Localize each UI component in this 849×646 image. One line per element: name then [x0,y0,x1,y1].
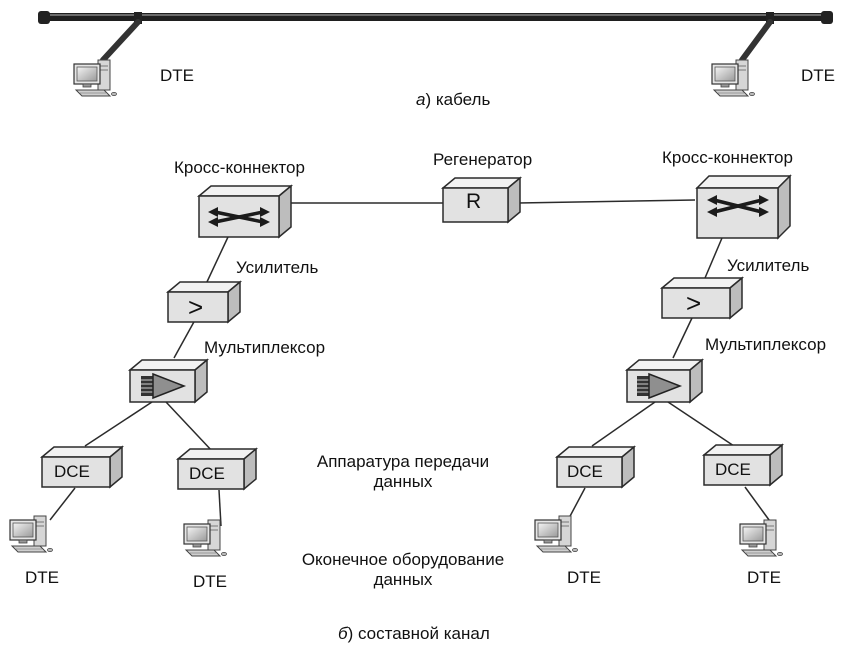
caption-b-letter: б [338,624,348,643]
dte-label-b2: DTE [193,572,227,591]
regenerator-device [440,176,523,224]
cross-connector-label-right: Кросс-коннектор [662,148,793,167]
amplifier-right [659,276,745,320]
multiplexer-label-left: Мультиплексор [204,338,326,357]
amplifier-label-right: Усилитель [727,256,810,275]
cross-arrows-icon [707,195,769,217]
drop-cable-right [739,19,773,63]
dce-text-4: DCE [715,460,751,479]
dte-description-line2: данных [373,570,433,589]
multiplexer-icon [637,372,683,400]
caption-b-text: ) составной канал [347,624,490,643]
caption-a-text: ) кабель [425,90,491,109]
caption-a-letter: а [416,90,426,109]
cross-connector-label-left: Кросс-коннектор [174,158,305,177]
dte-label-b1: DTE [25,568,59,587]
amplifier-left [165,280,243,324]
multiplexer-label-right: Мультиплексор [705,335,827,354]
computer-icon-a-right [711,59,756,97]
dce-1 [39,445,125,489]
dte-description: Оконечное оборудование данных [268,550,538,590]
computer-icon-b1 [9,515,54,553]
drop-cable-left [100,19,141,63]
dce-description: Аппаратура передачи данных [278,452,528,492]
caption-b: б) составной канал [338,624,490,644]
dce-text-1: DCE [54,462,90,481]
dte-label-a-right: DTE [801,66,835,85]
amplifier-label-left: Усилитель [236,258,319,277]
dce-2 [175,447,259,491]
dce-description-line2: данных [373,472,433,491]
cable-link [38,11,833,24]
dce-text-2: DCE [189,464,225,483]
dce-description-line1: Аппаратура передачи [316,452,490,471]
dce-text-3: DCE [567,462,603,481]
amplifier-symbol-right: > [686,288,702,318]
regenerator-label: Регенератор [433,150,533,169]
cross-connector-right [695,174,792,240]
dte-label-b4: DTE [747,568,781,587]
multiplexer-right [624,358,705,404]
connection-lines [49,199,773,527]
caption-a: а) кабель [416,90,490,110]
multiplexer-icon [141,372,187,400]
cross-connector-left [196,184,294,239]
computer-icon-a-left [73,59,118,97]
computer-icon-b2 [183,519,228,557]
computer-icon-b3 [534,515,579,553]
dce-3 [554,445,637,489]
regenerator-symbol: R [466,190,482,213]
amplifier-symbol-left: > [188,292,204,322]
dte-label-b3: DTE [567,568,601,587]
dte-description-line1: Оконечное оборудование [301,550,505,569]
computer-icon-b4 [739,519,784,557]
dte-label-a-left: DTE [160,66,194,85]
cross-arrows-icon [208,207,270,227]
multiplexer-left [127,358,210,404]
dce-4 [701,443,785,487]
